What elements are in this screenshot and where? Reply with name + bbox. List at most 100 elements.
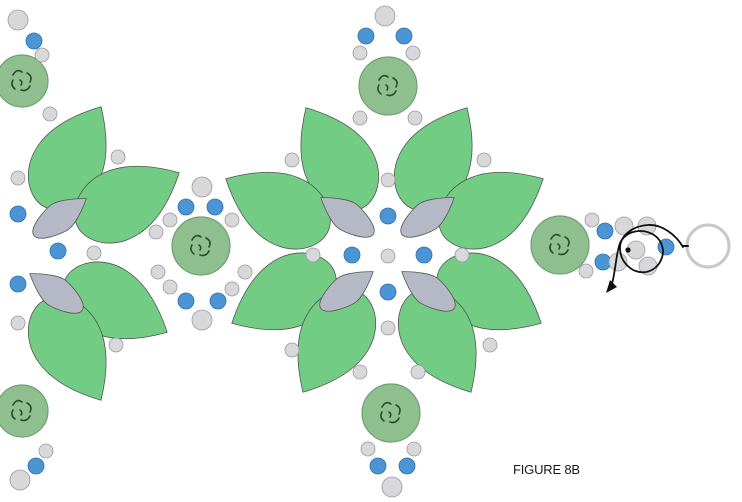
blue-seed-bead [357,27,375,45]
rivoli-facet-mark [198,244,202,251]
rivoli-stone [0,384,49,438]
blue-seed-bead [369,457,387,475]
rivoli-facet-mark [392,77,398,88]
gray-seed-bead [191,309,213,331]
rivoli-facet-mark [19,79,23,86]
rivoli-facet-mark [199,250,210,257]
rivoli-facet-mark [386,90,397,97]
gray-seed-bead [352,45,368,61]
gray-seed-bead [162,279,178,295]
rivoli-facet-mark [205,237,211,248]
rivoli-facet-mark [385,84,389,91]
blue-seed-bead [27,457,45,475]
gray-seed-bead [110,149,126,165]
gray-seed-bead [150,264,166,280]
gray-seed-bead [584,212,600,228]
gray-seed-bead [482,337,498,353]
needle-icon [682,223,731,269]
gray-seed-bead [162,212,178,228]
gray-seed-bead [148,224,164,240]
gray-seed-bead [7,9,29,31]
blue-seed-bead [379,283,397,301]
gray-seed-bead [380,248,396,264]
arrow-icon [606,280,617,293]
blue-seed-bead [596,222,614,240]
blue-seed-bead [49,242,67,260]
rivoli-facet-mark [550,233,561,240]
gray-seed-bead [410,364,426,380]
rivoli-facet-mark [11,79,16,90]
gray-seed-bead [352,110,368,126]
gray-seed-bead [380,320,396,336]
rivoli-facet-mark [564,236,570,247]
blue-seed-bead [398,457,416,475]
blue-seed-bead [343,246,361,264]
gray-seed-bead [381,476,403,498]
rivoli-facet-mark [381,401,392,408]
thread-path [606,223,731,293]
gray-seed-bead [578,263,594,279]
blue-seed-bead [177,198,195,216]
gray-seed-bead [284,152,300,168]
gray-seed-bead [374,5,396,27]
blue-seed-bead [9,205,27,223]
rivoli-facet-mark [395,404,401,415]
blue-seed-bead [415,246,433,264]
rivoli-facet-mark [11,409,16,420]
gray-seed-bead [34,47,50,63]
rivoli-facet-mark [26,402,32,413]
gray-seed-bead [476,152,492,168]
gray-seed-bead [191,176,213,198]
rivoli-facet-mark [12,399,23,406]
gray-seed-bead [305,247,321,263]
gray-seed-bead [405,45,421,61]
gray-seed-bead [237,264,253,280]
gray-seed-bead [380,172,396,188]
rivoli-facet-mark [388,411,392,418]
gray-seed-bead [224,281,240,297]
gray-seed-bead [38,443,54,459]
blue-seed-bead [594,253,612,271]
blue-seed-bead [395,27,413,45]
gray-seed-bead [108,337,124,353]
thread-start-dot [625,247,631,253]
rivoli-facet-mark [20,415,31,422]
rivoli-facet-mark [557,243,561,250]
gray-seed-bead [9,469,31,491]
gray-seed-bead [614,216,634,236]
thread-loop [611,224,684,285]
rivoli-facet-mark [378,74,389,81]
rivoli-facet-mark [191,234,202,241]
figure-caption: FIGURE 8B [513,462,580,477]
rivoli-facet-mark [558,249,569,256]
rivoli-facet-mark [20,85,31,92]
gray-seed-bead [224,212,240,228]
gray-seed-bead [10,315,26,331]
blue-seed-bead [379,207,397,225]
rivoli-facet-mark [190,244,195,255]
rivoli-stone [0,54,49,108]
gray-seed-bead [360,441,376,457]
bead-motifs [0,5,675,498]
blue-seed-bead [657,238,675,256]
gray-seed-bead [10,170,26,186]
rivoli-facet-mark [549,243,554,254]
gray-seed-bead [284,342,300,358]
blue-seed-bead [25,32,43,50]
rivoli-facet-mark [389,417,400,424]
blue-seed-bead [209,292,227,310]
gray-seed-bead [454,247,470,263]
rivoli-facet-mark [19,409,23,416]
rivoli-facet-mark [26,72,32,83]
blue-seed-bead [206,198,224,216]
rivoli-facet-mark [377,84,382,95]
gray-seed-bead [406,441,422,457]
gray-seed-bead [352,364,368,380]
gray-seed-bead [86,245,102,261]
gray-seed-bead [42,106,58,122]
rivoli-facet-mark [12,69,23,76]
rivoli-facet-mark [380,411,385,422]
blue-seed-bead [177,292,195,310]
gray-seed-bead [407,110,423,126]
